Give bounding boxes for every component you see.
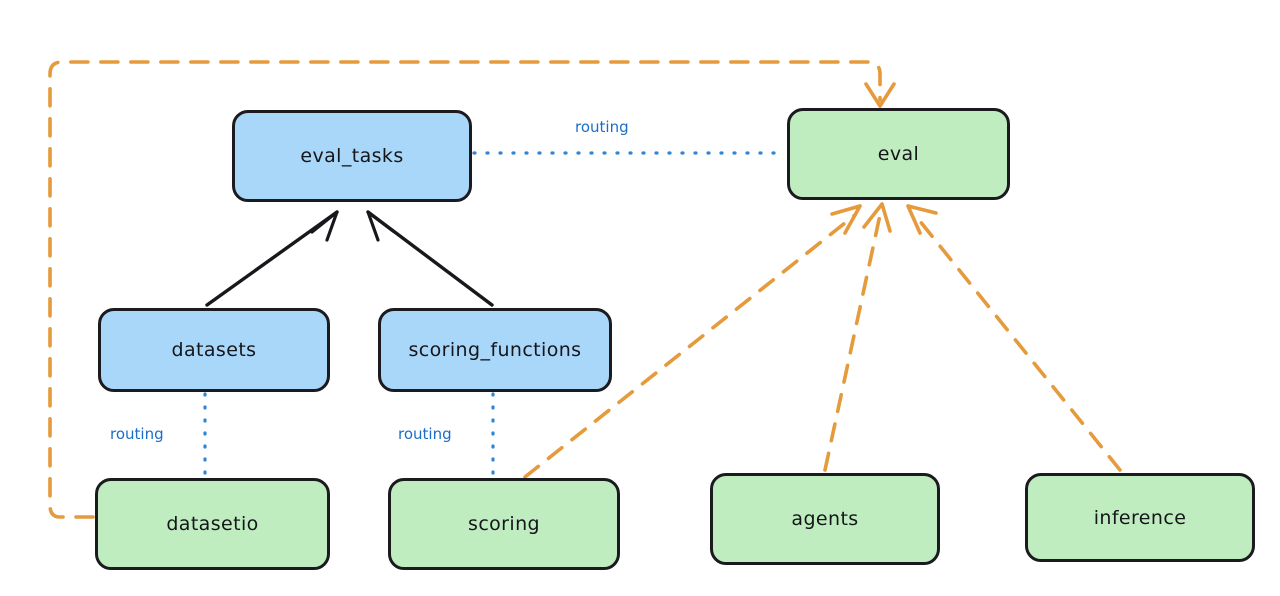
edge-inference-to-eval-dependency xyxy=(906,204,1122,472)
edge-scoring-functions-to-eval-tasks xyxy=(366,210,494,307)
node-eval[interactable]: eval xyxy=(787,108,1010,200)
node-inference[interactable]: inference xyxy=(1025,473,1255,562)
edge-label-routing-scoring-functions-scoring: routing xyxy=(398,425,452,443)
node-eval-tasks[interactable]: eval_tasks xyxy=(232,110,472,202)
edge-label-routing-datasets-datasetio: routing xyxy=(110,425,164,443)
node-scoring-label: scoring xyxy=(468,513,540,535)
node-datasetio-label: datasetio xyxy=(166,513,259,535)
node-scoring-functions[interactable]: scoring_functions xyxy=(378,308,612,392)
edge-scoring-to-eval-dependency xyxy=(523,204,862,479)
node-eval-tasks-label: eval_tasks xyxy=(300,145,404,167)
edge-label-routing-eval-tasks-eval: routing xyxy=(575,118,629,136)
node-scoring-functions-label: scoring_functions xyxy=(408,339,582,361)
edge-datasetio-to-eval-dependency xyxy=(48,60,896,519)
node-agents-label: agents xyxy=(791,508,859,530)
edge-agents-to-eval-dependency xyxy=(823,202,892,472)
node-eval-label: eval xyxy=(877,143,920,165)
node-scoring[interactable]: scoring xyxy=(388,478,620,570)
node-agents[interactable]: agents xyxy=(710,473,940,565)
edge-datasets-to-eval-tasks xyxy=(205,210,339,307)
node-datasetio[interactable]: datasetio xyxy=(95,478,330,570)
node-datasets-label: datasets xyxy=(171,339,257,361)
node-datasets[interactable]: datasets xyxy=(98,308,330,392)
node-inference-label: inference xyxy=(1093,506,1187,529)
